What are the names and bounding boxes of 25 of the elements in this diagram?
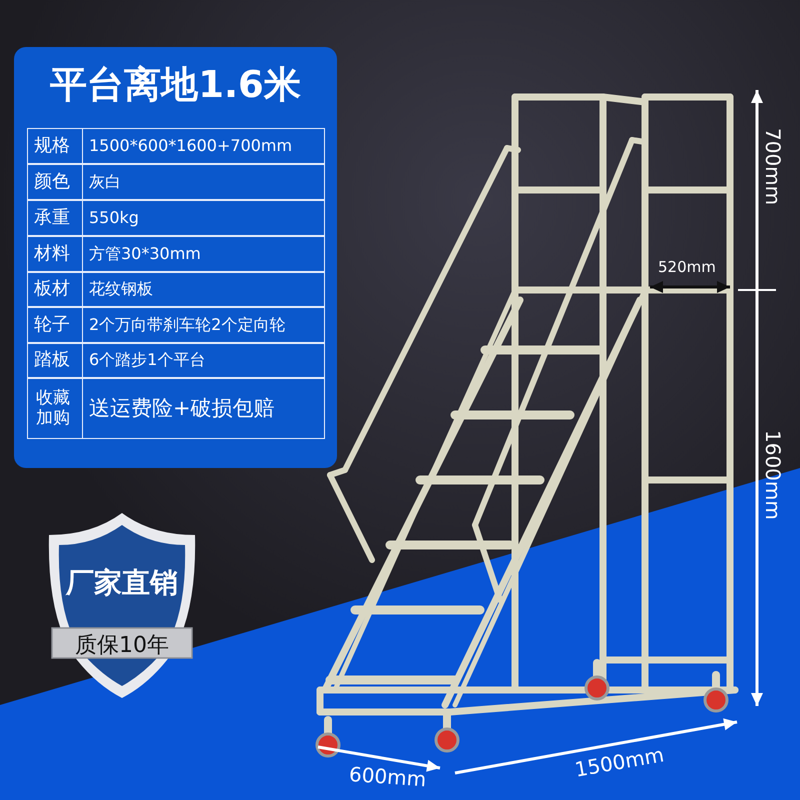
table-cell: 踏板	[27, 343, 83, 378]
table-cell: 方管30*30mm	[82, 236, 325, 272]
table-cell: 板材	[27, 272, 83, 307]
table-cell: 送运费险+破损包赔	[82, 378, 325, 439]
title: 平台离地1.6米	[49, 62, 302, 108]
table-cell: 花纹钢板	[82, 272, 325, 307]
dimension-label: 1600mm	[761, 430, 785, 520]
table-cell: 6个踏步1个平台	[82, 343, 325, 378]
table-cell: 材料	[27, 236, 83, 272]
table-cell: 1500*600*1600+700mm	[82, 128, 325, 164]
dimension-label: 520mm	[658, 258, 716, 276]
badge-text: 质保10年	[74, 632, 170, 660]
dimension-label: 1500mm	[573, 742, 666, 782]
table-cell: 承重	[27, 200, 83, 236]
shield-badge	[47, 510, 197, 700]
table-cell: 规格	[27, 128, 83, 164]
table-cell: 轮子	[27, 307, 83, 343]
table-cell: 收藏加购	[27, 378, 83, 439]
table-cell: 颜色	[27, 164, 83, 200]
badge-text: 厂家直销	[64, 565, 179, 601]
table-cell: 550kg	[82, 200, 325, 236]
table-cell: 灰白	[82, 164, 325, 200]
dimension-label: 700mm	[761, 128, 785, 206]
table-cell: 2个万向带刹车轮2个定向轮	[82, 307, 325, 343]
dimension-label: 600mm	[348, 762, 427, 792]
